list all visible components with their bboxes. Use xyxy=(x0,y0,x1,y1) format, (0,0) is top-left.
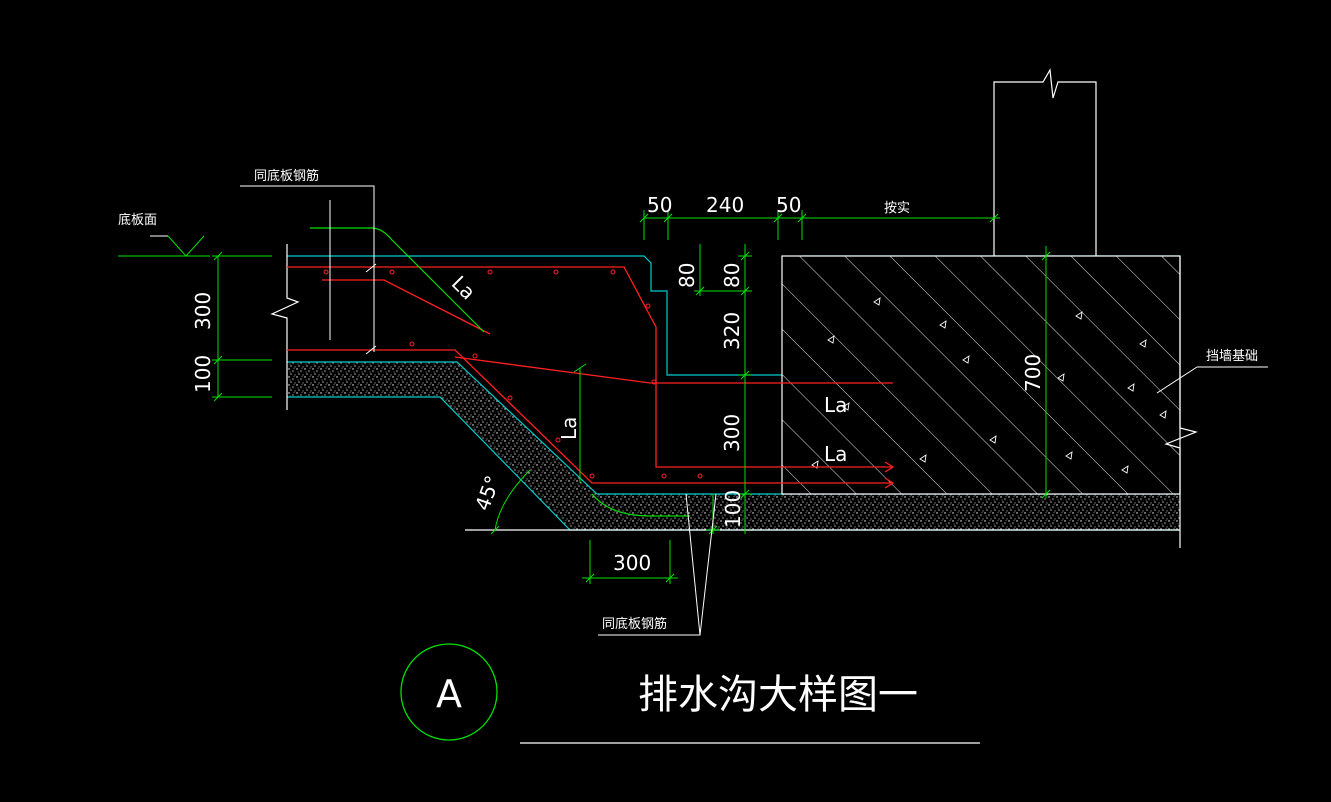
same-rebar-top-label: 同底板钢筋 xyxy=(254,168,319,184)
dim-300-mid: 300 xyxy=(720,414,744,452)
dim-100-bottom: 100 xyxy=(721,490,745,528)
aggregate-triangles xyxy=(811,297,1167,474)
right-break-line xyxy=(1164,256,1198,548)
dim-320: 320 xyxy=(720,312,744,350)
dim-80-b: 80 xyxy=(720,263,744,288)
as-built-label: 按实 xyxy=(884,201,910,216)
dim-80-a: 80 xyxy=(675,263,699,288)
angle-label: 45° xyxy=(470,472,505,514)
dim-50-a: 50 xyxy=(647,193,672,217)
detail-marker-circle xyxy=(400,643,498,741)
dim-300-left: 300 xyxy=(191,292,215,330)
dim-700: 700 xyxy=(1021,354,1045,392)
anchorage-label-lower: La xyxy=(824,442,847,466)
leader-lines xyxy=(150,185,1268,636)
anchorage-label-vertical: La xyxy=(557,417,581,440)
retaining-wall-foundation-label: 挡墙基础 xyxy=(1206,349,1258,364)
gravel-bedding-layer xyxy=(287,362,1180,530)
anchorage-label-upper: La xyxy=(824,393,847,417)
retaining-wall-stem xyxy=(993,68,1097,256)
drawing-title: 排水沟大样图一 xyxy=(638,672,918,718)
left-break-line xyxy=(270,244,300,410)
dim-100-left: 100 xyxy=(191,355,215,393)
rebar-dots xyxy=(323,269,703,479)
dim-50-b: 50 xyxy=(776,193,801,217)
retaining-wall-foundation xyxy=(781,255,1181,495)
dim-300-bottom: 300 xyxy=(613,551,651,575)
dim-240: 240 xyxy=(706,193,744,217)
hook-bars xyxy=(310,227,690,517)
same-rebar-bottom-label: 同底板钢筋 xyxy=(602,616,667,632)
detail-marker-letter: A xyxy=(436,672,462,716)
dimension-lines xyxy=(118,210,1051,584)
slab-surface-label: 底板面 xyxy=(118,212,157,228)
